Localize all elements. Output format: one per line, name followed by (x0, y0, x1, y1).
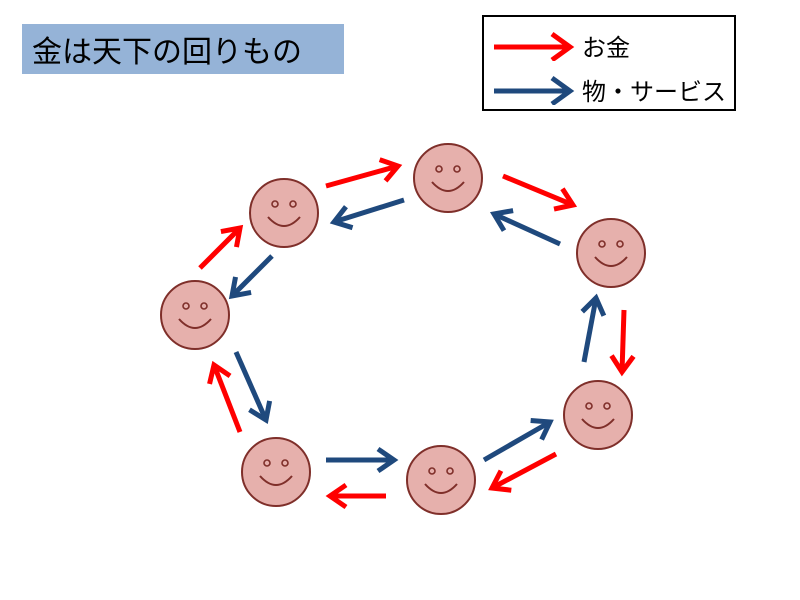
blue-arrow-icon (489, 208, 562, 247)
red-arrow-icon (488, 451, 558, 493)
smiley-face-icon (576, 218, 646, 288)
diagram-title: 金は天下の回りもの (32, 35, 302, 70)
title-box: 金は天下の回りもの (22, 24, 344, 74)
blue-arrow-icon (233, 350, 273, 425)
blue-arrow-icon (326, 446, 399, 474)
legend-label-goods: 物・サービス (582, 78, 726, 106)
red-arrow-icon (207, 360, 243, 433)
red-arrow-icon (198, 224, 244, 270)
blue-arrow-icon (228, 254, 274, 300)
red-arrow-icon (609, 309, 636, 377)
blue-arrow-icon (329, 197, 405, 231)
blue-arrow-icon (580, 293, 607, 363)
blue-arrow-icon (494, 75, 575, 105)
legend-label-money: お金 (582, 34, 630, 62)
smiley-face-icon (160, 280, 230, 350)
red-arrow-icon (494, 31, 575, 61)
smiley-face-icon (563, 380, 633, 450)
legend-item-money: お金 (484, 25, 734, 63)
smiley-face-icon (241, 437, 311, 507)
legend: お金 物・サービス (482, 15, 736, 111)
red-arrow-icon (325, 482, 386, 510)
smiley-face-icon (249, 178, 319, 248)
red-arrow-icon (325, 157, 403, 189)
smiley-face-icon (406, 445, 476, 515)
red-arrow-icon (502, 173, 578, 212)
blue-arrow-icon (482, 417, 554, 463)
legend-item-goods: 物・サービス (484, 69, 734, 107)
smiley-face-icon (413, 143, 483, 213)
